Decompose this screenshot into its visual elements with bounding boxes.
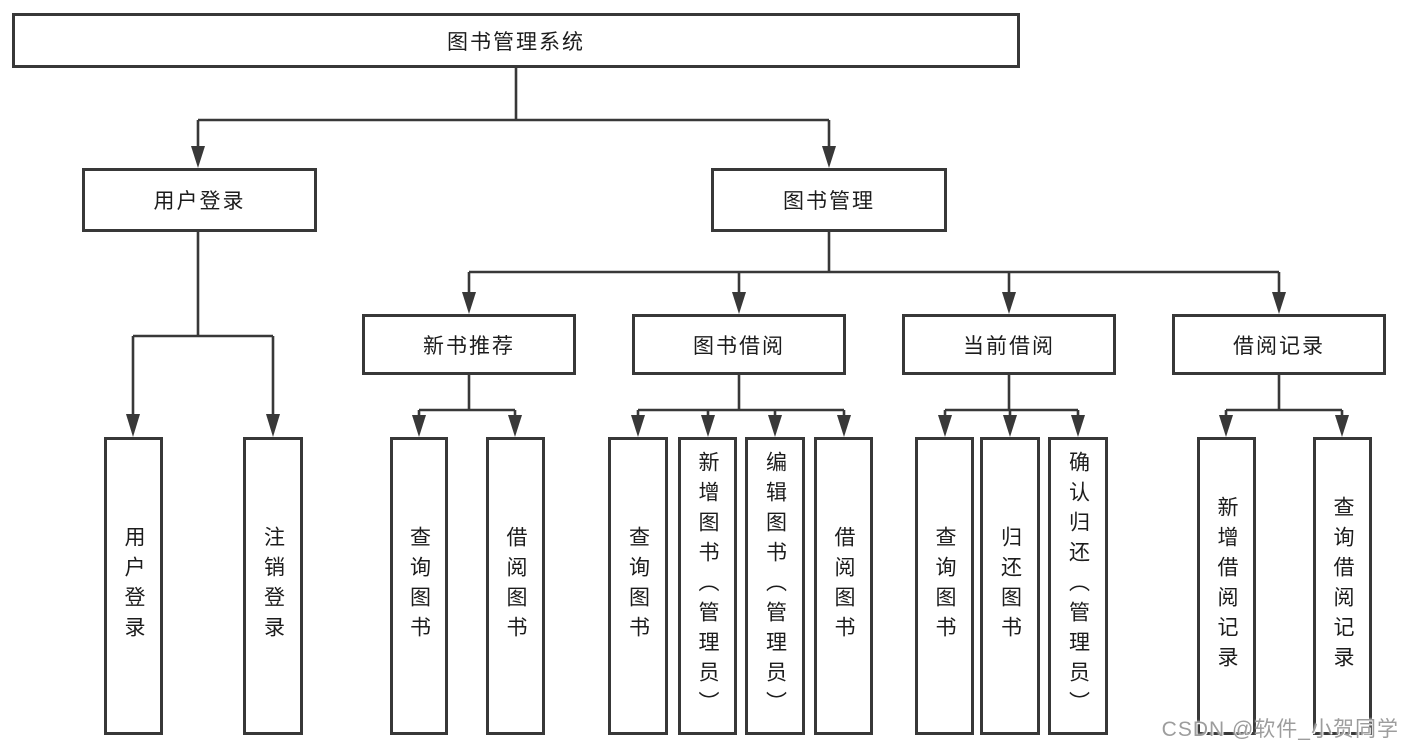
leaf-logout-label: 注销登录: [261, 526, 285, 646]
leaf-query-books-current: 查询图书: [915, 437, 974, 735]
node-current-borrow: 当前借阅: [902, 314, 1116, 375]
node-book-borrow-label: 图书借阅: [693, 334, 785, 358]
leaf-borrow-books-recommend-label: 借阅图书: [504, 526, 527, 646]
leaf-borrow-books-recommend: 借阅图书: [486, 437, 545, 735]
node-new-book-recommend: 新书推荐: [362, 314, 576, 375]
leaf-edit-books-admin: 编辑图书（管理员）: [745, 437, 805, 735]
node-borrow-records: 借阅记录: [1172, 314, 1386, 375]
leaf-add-borrow-record-label: 新增借阅记录: [1215, 496, 1238, 676]
leaf-query-books-recommend-label: 查询图书: [407, 526, 431, 646]
node-borrow-records-label: 借阅记录: [1233, 334, 1325, 358]
leaf-query-books-borrow-label: 查询图书: [626, 526, 650, 646]
csdn-watermark: CSDN @软件_小贺同学: [1161, 718, 1399, 741]
leaf-query-borrow-record: 查询借阅记录: [1313, 437, 1372, 735]
edges-root: [191, 68, 836, 168]
edges-book-borrow: [631, 375, 851, 437]
leaf-add-books-admin: 新增图书（管理员）: [678, 437, 737, 735]
node-user-login: 用户登录: [82, 168, 317, 232]
leaf-user-login: 用户登录: [104, 437, 163, 735]
leaf-query-books-recommend: 查询图书: [390, 437, 448, 735]
edges-book-management: [462, 232, 1286, 314]
leaf-borrow-books-borrow-label: 借阅图书: [832, 526, 855, 646]
leaf-query-books-current-label: 查询图书: [933, 526, 956, 646]
leaf-borrow-books-borrow: 借阅图书: [814, 437, 873, 735]
leaf-add-borrow-record: 新增借阅记录: [1197, 437, 1256, 735]
node-book-management: 图书管理: [711, 168, 947, 232]
leaf-edit-books-admin-label: 编辑图书（管理员）: [763, 451, 787, 721]
leaf-query-books-borrow: 查询图书: [608, 437, 668, 735]
node-user-login-label: 用户登录: [153, 190, 246, 213]
edges-user-login: [126, 232, 280, 437]
leaf-logout: 注销登录: [243, 437, 303, 735]
node-new-book-recommend-label: 新书推荐: [423, 334, 515, 358]
leaf-return-books-label: 归还图书: [998, 526, 1022, 646]
edges-borrow-records: [1219, 375, 1349, 437]
node-library-system-root: 图书管理系统: [12, 13, 1020, 68]
leaf-confirm-return-admin: 确认归还（管理员）: [1048, 437, 1108, 735]
edges-new-book-recommend: [412, 375, 522, 437]
leaf-user-login-label: 用户登录: [122, 526, 145, 646]
node-book-borrow: 图书借阅: [632, 314, 846, 375]
node-book-management-label: 图书管理: [783, 190, 875, 213]
node-current-borrow-label: 当前借阅: [963, 334, 1055, 358]
leaf-add-books-admin-label: 新增图书（管理员）: [696, 451, 719, 721]
edges-current-borrow: [938, 375, 1085, 437]
leaf-return-books: 归还图书: [980, 437, 1040, 735]
leaf-query-borrow-record-label: 查询借阅记录: [1331, 496, 1354, 676]
node-library-system-root-label: 图书管理系统: [447, 30, 585, 54]
leaf-confirm-return-admin-label: 确认归还（管理员）: [1066, 451, 1090, 721]
